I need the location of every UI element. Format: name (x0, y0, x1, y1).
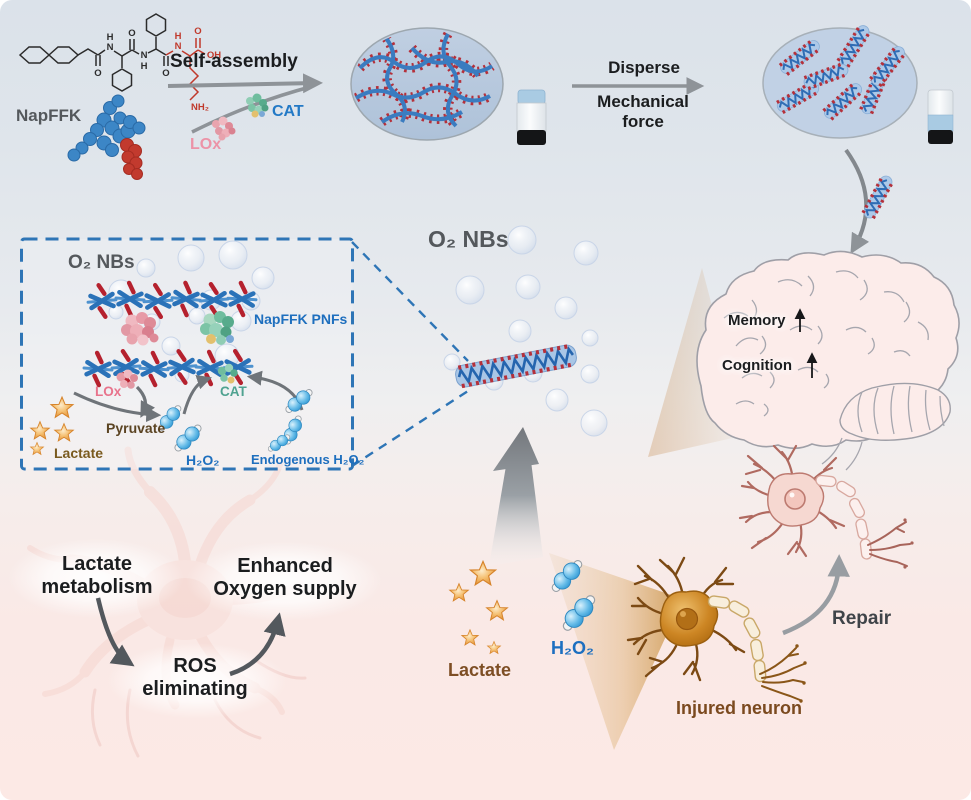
lox-enzyme-icon (212, 116, 236, 141)
atom-h: H (141, 61, 148, 72)
memory-label: Memory (728, 312, 786, 329)
self-assembly-label: Self-assembly (170, 51, 298, 72)
repair-arrow (782, 554, 850, 636)
cat-label-inset: CAT (220, 384, 247, 399)
atom-n: N (175, 41, 182, 52)
h2o2-label-bottom: H₂O₂ (551, 638, 594, 658)
to-brain-arrow (844, 148, 870, 255)
oxygen-release-arrow (489, 427, 543, 566)
injured-neuron-label: Injured neuron (676, 698, 802, 718)
lactate-stars-bottom (449, 560, 508, 654)
ros-line2: eliminating (142, 678, 248, 700)
cycle-arrows (95, 597, 286, 677)
cat-enzyme-large-icon (200, 311, 234, 345)
lactate-label-bottom: Lactate (448, 660, 512, 680)
center-o2-nbs-label: O₂ NBs (428, 226, 509, 252)
lactate-metabolism-line1: Lactate (61, 553, 133, 575)
repair-label: Repair (832, 608, 892, 629)
atom-n: N (107, 42, 114, 53)
force-line: force (622, 111, 664, 131)
mechanical-line: Mechanical (597, 92, 689, 111)
atom-o: O (128, 28, 135, 39)
healthy-neuron-icon (738, 444, 914, 569)
dispersed-fibers-oval (762, 21, 918, 139)
brain-icon (696, 250, 960, 471)
pyruvate-label: Pyruvate (106, 420, 166, 436)
nanofiber-network-oval (350, 27, 504, 141)
injured-axon (707, 595, 807, 703)
cat-label-top: CAT (272, 103, 304, 120)
ros-line1: ROS (173, 655, 217, 677)
atom-h: H (175, 31, 182, 42)
atom-nh2: NH₂ (191, 102, 209, 113)
cat-enzyme-icon (246, 93, 269, 118)
endogenous-h2o2-label: Endogenous H₂O₂ (251, 452, 365, 467)
enhanced-line1: Enhanced (237, 555, 333, 577)
sample-vial-icon (516, 89, 547, 145)
atom-n: N (141, 50, 148, 61)
ros-eliminating-label: ROS eliminating (132, 655, 258, 701)
lactate-metabolism-label: Lactate metabolism (36, 553, 158, 599)
lox-enzyme-small-icon (116, 369, 138, 389)
lactate-metabolism-line2: metabolism (41, 576, 153, 598)
enhanced-line2: Oxygen supply (213, 578, 357, 600)
napffk-3d-model (67, 94, 146, 180)
napffk-label: NapFFK (16, 106, 82, 125)
peptide-nanofiber-icon (455, 343, 577, 389)
injured-neuron-icon (626, 556, 807, 703)
enhanced-oxygen-label: Enhanced Oxygen supply (210, 555, 360, 601)
disperse-label: Disperse (608, 58, 680, 77)
atom-h: H (107, 32, 114, 43)
inset-o2-nbs-label: O₂ NBs (68, 252, 135, 273)
reaction-arrows (73, 370, 304, 423)
napffk-chemical-structure: O H N O N H O N H O OH NH₂ (18, 13, 221, 113)
atom-oh: OH (207, 50, 221, 61)
magnifier-callout-lines (351, 241, 469, 468)
atom-o: O (94, 68, 101, 79)
lox-label-inset: LOx (95, 384, 122, 399)
cat-enzyme-small-icon (217, 363, 238, 384)
h2o2-label-inset: H₂O₂ (186, 452, 220, 468)
cognition-label: Cognition (722, 357, 792, 374)
cognition-text: Cognition (722, 357, 792, 374)
inset-dashed-box (20, 237, 354, 471)
napffk-pnfs-label: NapFFK PNFs (254, 311, 348, 327)
lactate-label-inset: Lactate (54, 445, 104, 461)
center-oxygen-nanobubbles (443, 225, 608, 437)
atom-o: O (162, 68, 169, 79)
atom-o: O (194, 26, 201, 37)
sample-vial-icon-2 (927, 89, 954, 144)
memory-text: Memory (728, 312, 786, 329)
lox-enzyme-large-icon (121, 312, 159, 346)
mechanical-force-label: Mechanical force (582, 92, 704, 131)
lox-label-top: LOx (190, 136, 222, 153)
